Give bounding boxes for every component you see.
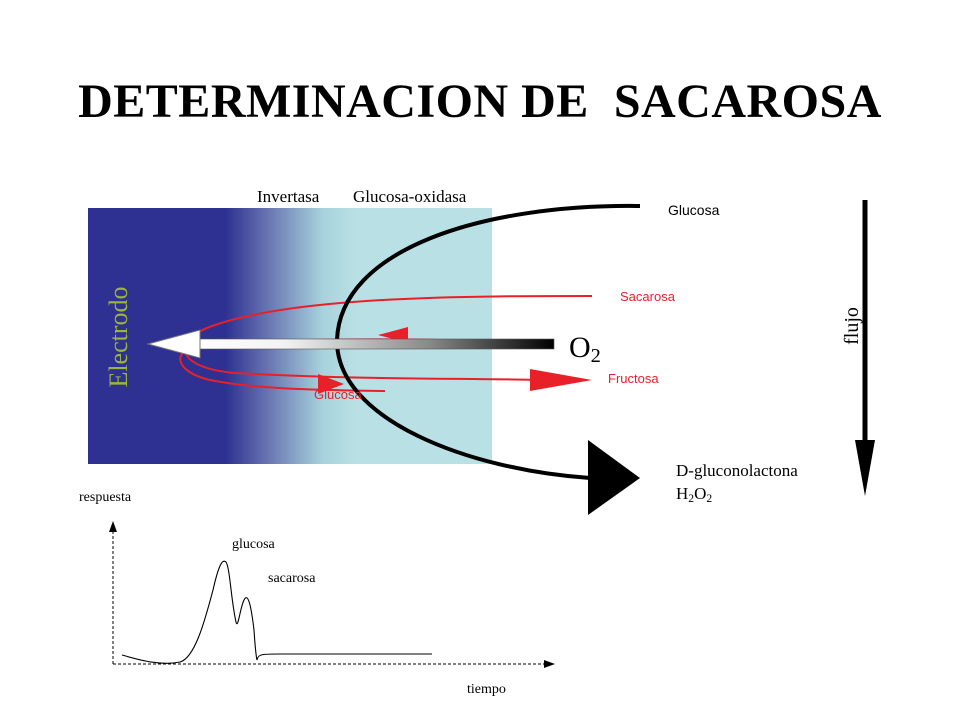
flujo-label: flujo: [841, 307, 863, 345]
tiempo-axis-label: tiempo: [467, 682, 506, 697]
electrode-membrane: [88, 208, 492, 464]
invertasa-label: Invertasa: [257, 187, 320, 206]
h2o2-o: O: [694, 484, 707, 503]
o2-arrow-shaft: [195, 338, 555, 350]
sacarosa-peak-label: sacarosa: [268, 571, 316, 586]
glucosa-top-label: Glucosa: [668, 202, 720, 218]
fructosa-label: Fructosa: [608, 371, 659, 386]
electrodo-label: Electrodo: [104, 286, 133, 388]
graph-y-arrowhead: [109, 521, 117, 532]
page-title: DETERMINACION DE SACAROSA: [78, 75, 882, 128]
sacarosa-label: Sacarosa: [620, 289, 675, 304]
glucosa-inner-arrowhead-2: [318, 374, 344, 394]
glucosa-peak-label: glucosa: [232, 537, 275, 552]
o2-label: O2: [569, 333, 601, 367]
fructosa-arrowhead: [530, 369, 592, 391]
glucosa-inner-label: Glucosa: [314, 387, 362, 402]
o2-arrowhead: [146, 329, 201, 359]
flujo-arrowhead: [855, 440, 875, 496]
h2o2-sub-b: 2: [706, 491, 713, 505]
gluconolactona-arrowhead: [588, 440, 640, 515]
h2o2-label: H2O2: [676, 485, 712, 504]
gluconolactona-label: D-gluconolactona: [676, 461, 798, 480]
graph-x-arrowhead: [544, 660, 555, 668]
response-curve: [121, 560, 432, 664]
h2o2-sub-a: 2: [688, 491, 695, 505]
o2-letter: O: [569, 331, 591, 364]
respuesta-axis-label: respuesta: [79, 490, 132, 505]
h2o2-h: H: [676, 484, 689, 503]
glucosa-oxidasa-label: Glucosa-oxidasa: [353, 187, 467, 206]
o2-subscript: 2: [590, 345, 601, 368]
